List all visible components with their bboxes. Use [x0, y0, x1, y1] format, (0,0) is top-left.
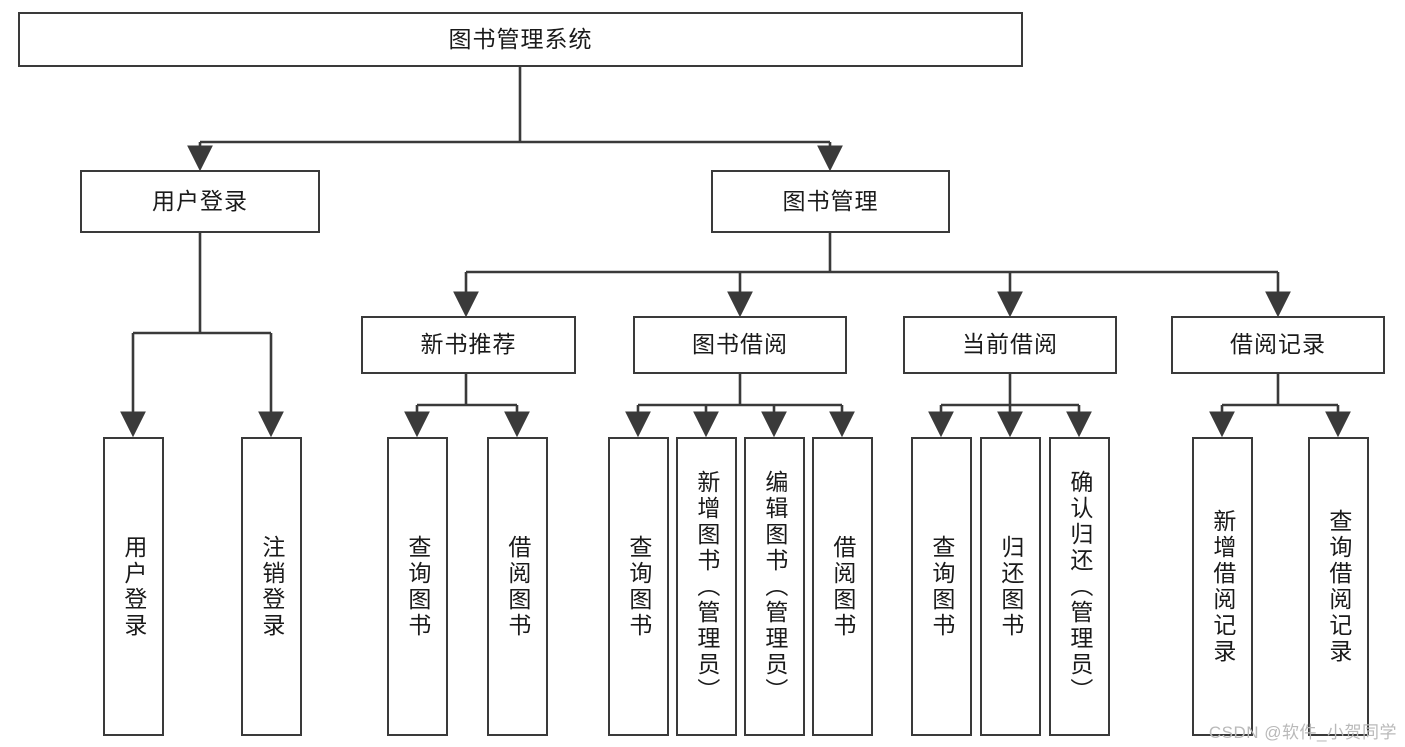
- node-root-label: 图书管理系统: [448, 25, 593, 52]
- leaf-query-book-1[interactable]: 查询图书: [387, 437, 448, 736]
- leaf-borrow-book-2[interactable]: 借阅图书: [812, 437, 873, 736]
- leaf-return-book[interactable]: 归还图书: [980, 437, 1041, 736]
- leaf-query-book-1-label: 查询图书: [404, 534, 431, 639]
- leaf-query-record[interactable]: 查询借阅记录: [1308, 437, 1369, 736]
- node-new-book-rec[interactable]: 新书推荐: [361, 316, 576, 374]
- leaf-confirm-return[interactable]: 确认归还（管理员）: [1049, 437, 1110, 736]
- leaf-add-book-label: 新增图书（管理员）: [693, 469, 720, 704]
- node-root[interactable]: 图书管理系统: [18, 12, 1023, 67]
- leaf-add-book[interactable]: 新增图书（管理员）: [676, 437, 737, 736]
- leaf-borrow-book-1-label: 借阅图书: [504, 534, 531, 639]
- watermark: CSDN @软件_小贺同学: [1208, 723, 1397, 742]
- node-borrow-record[interactable]: 借阅记录: [1171, 316, 1385, 374]
- node-book-borrow[interactable]: 图书借阅: [633, 316, 847, 374]
- node-current-borrow-label: 当前借阅: [962, 331, 1058, 358]
- leaf-borrow-book-2-label: 借阅图书: [829, 534, 856, 639]
- leaf-return-book-label: 归还图书: [997, 534, 1024, 639]
- leaf-query-book-2[interactable]: 查询图书: [608, 437, 669, 736]
- node-new-book-rec-label: 新书推荐: [420, 331, 517, 358]
- leaf-logout-label: 注销登录: [258, 534, 285, 639]
- leaf-edit-book[interactable]: 编辑图书（管理员）: [744, 437, 805, 736]
- leaf-user-login-label: 用户登录: [120, 534, 147, 639]
- node-book-manage-label: 图书管理: [782, 187, 879, 214]
- node-borrow-record-label: 借阅记录: [1230, 331, 1326, 358]
- leaf-logout[interactable]: 注销登录: [241, 437, 302, 736]
- leaf-query-book-2-label: 查询图书: [625, 534, 652, 639]
- node-current-borrow[interactable]: 当前借阅: [903, 316, 1117, 374]
- node-book-manage[interactable]: 图书管理: [711, 170, 950, 233]
- leaf-query-book-3-label: 查询图书: [928, 534, 955, 639]
- leaf-edit-book-label: 编辑图书（管理员）: [761, 469, 788, 704]
- node-book-borrow-label: 图书借阅: [692, 331, 788, 358]
- leaf-query-record-label: 查询借阅记录: [1325, 508, 1352, 665]
- leaf-borrow-book-1[interactable]: 借阅图书: [487, 437, 548, 736]
- leaf-add-record-label: 新增借阅记录: [1209, 508, 1236, 665]
- leaf-confirm-return-label: 确认归还（管理员）: [1066, 469, 1093, 704]
- node-user-login[interactable]: 用户登录: [80, 170, 320, 233]
- node-user-login-label: 用户登录: [152, 187, 248, 214]
- leaf-add-record[interactable]: 新增借阅记录: [1192, 437, 1253, 736]
- leaf-query-book-3[interactable]: 查询图书: [911, 437, 972, 736]
- leaf-user-login[interactable]: 用户登录: [103, 437, 164, 736]
